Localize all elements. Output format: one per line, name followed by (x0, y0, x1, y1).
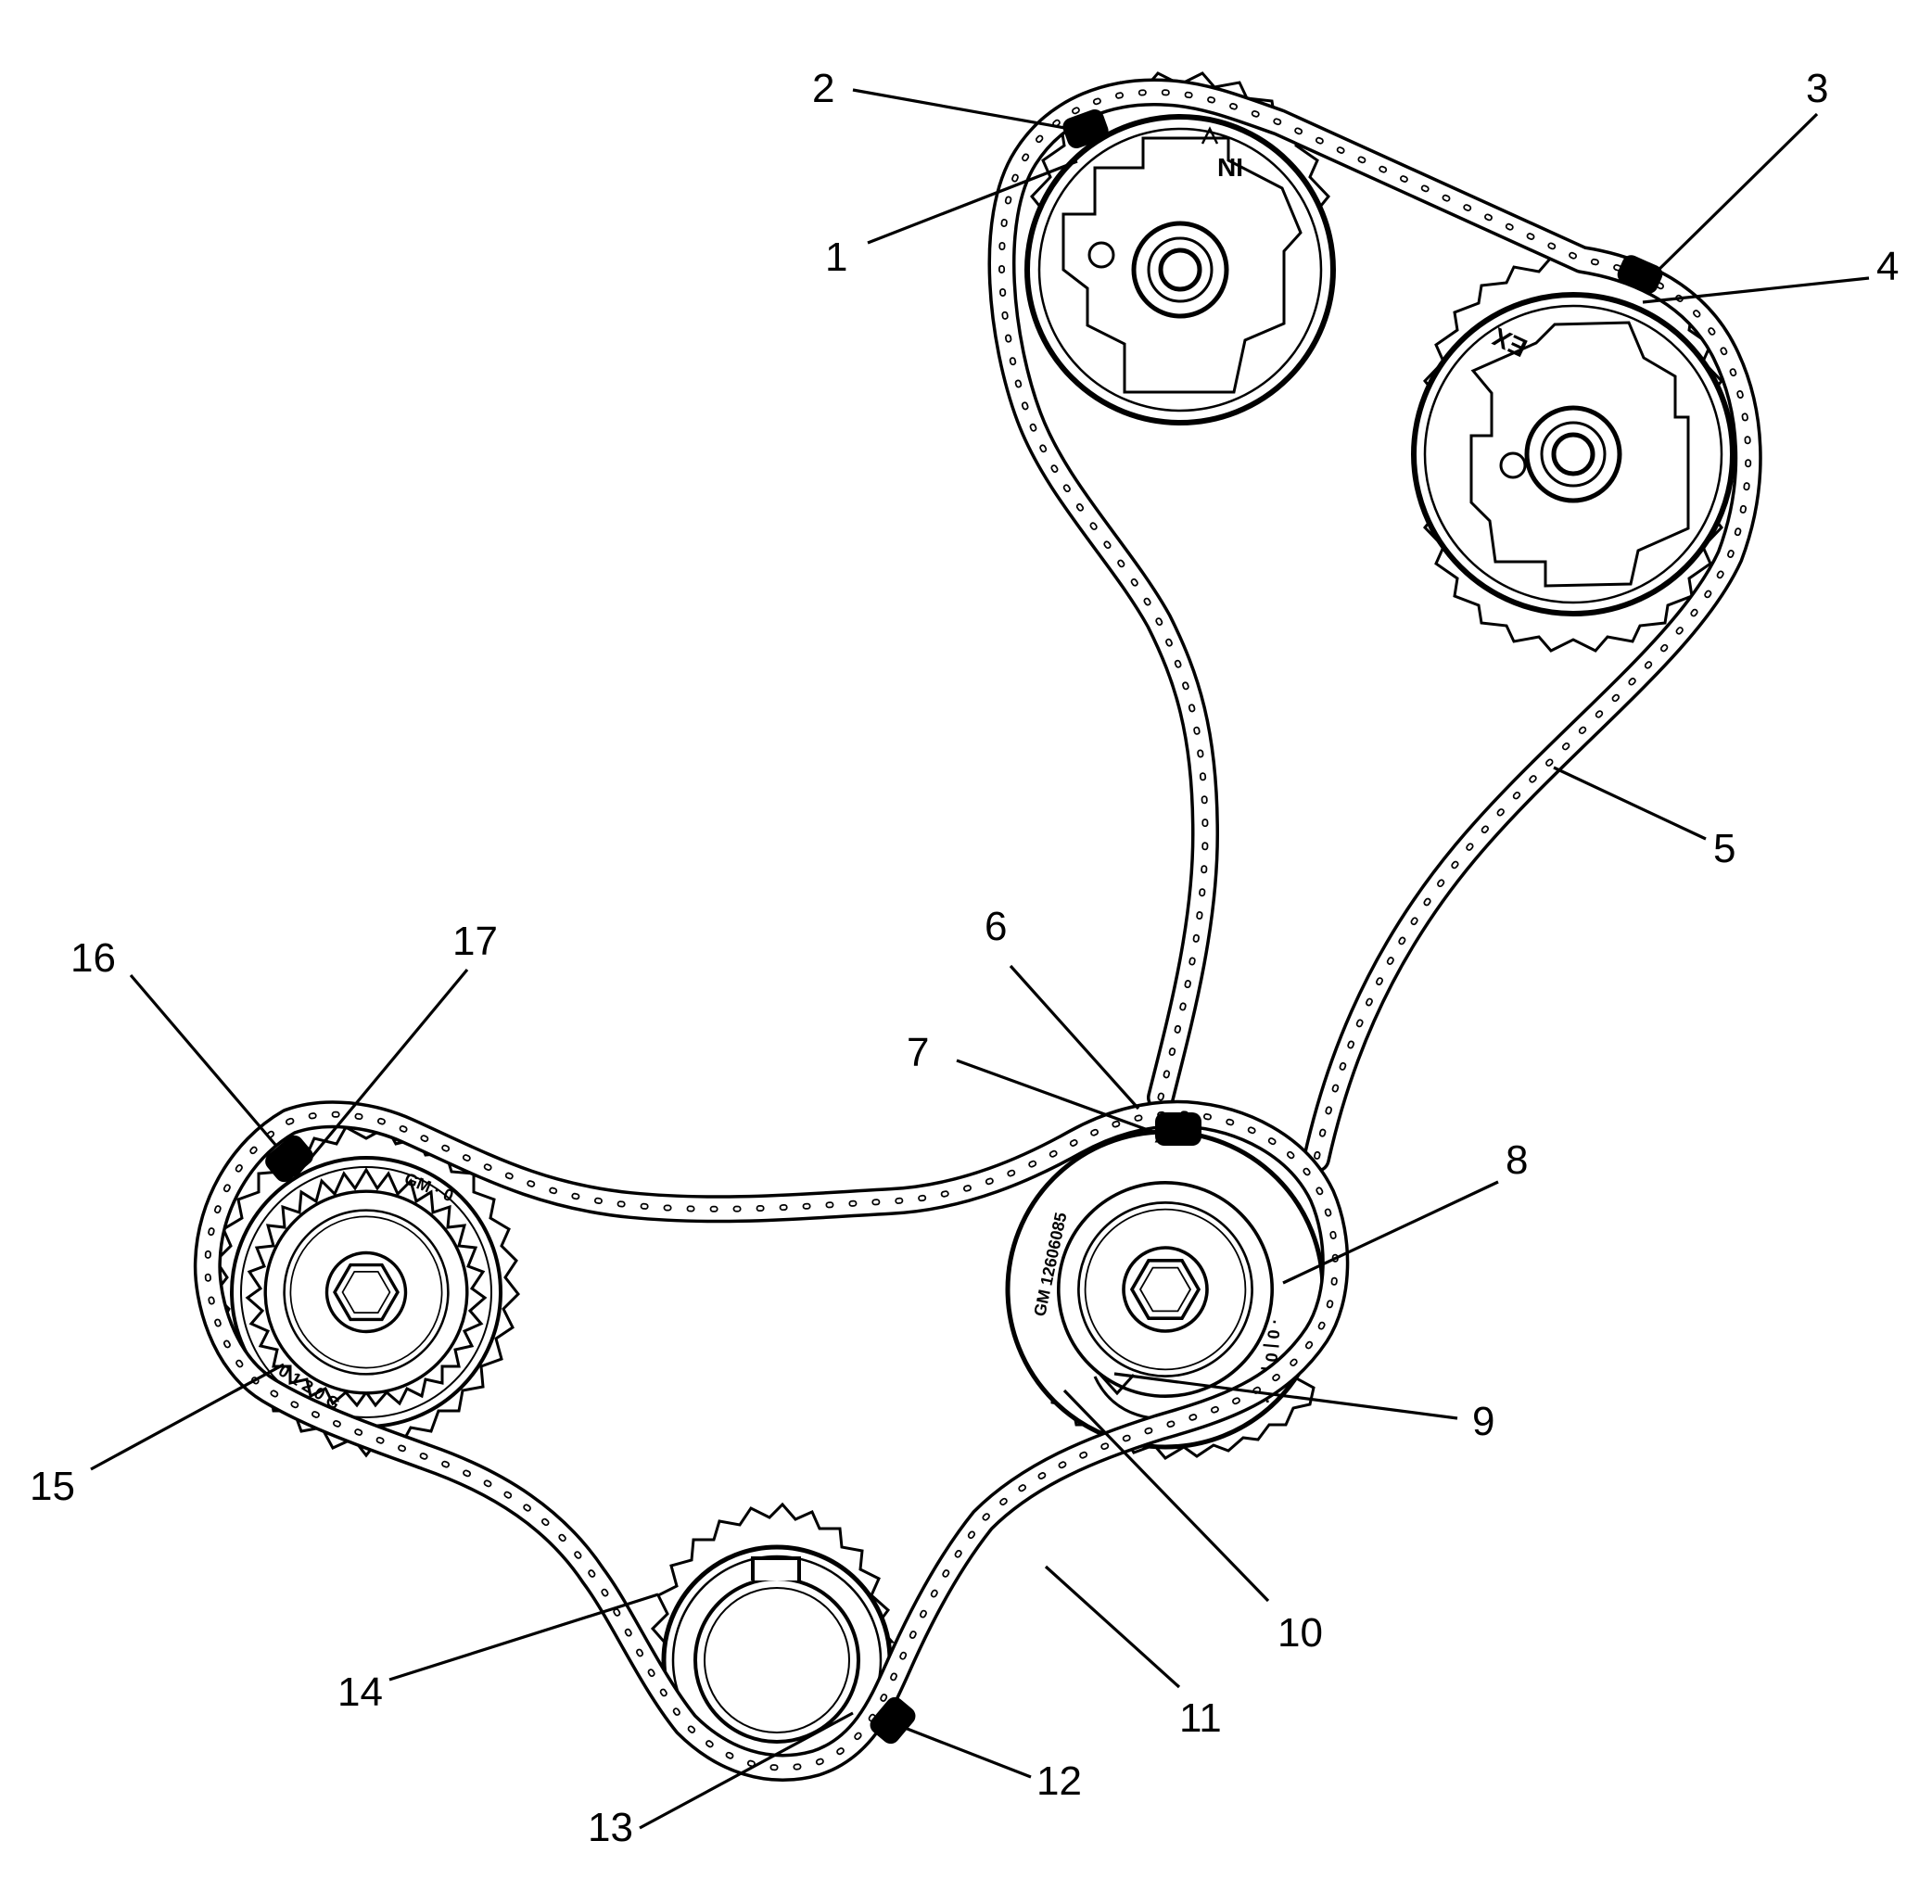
callout-15: 15 (30, 1464, 75, 1509)
callout-11: 11 (1179, 1695, 1222, 1741)
callout-1: 1 (825, 235, 847, 280)
crankshaft-sprocket (650, 1502, 896, 1776)
leader-1 (867, 159, 1078, 245)
leader-5 (1553, 766, 1707, 841)
leader-11 (1044, 1565, 1181, 1689)
callout-14: 14 (337, 1669, 383, 1715)
callout-16: 16 (70, 935, 116, 981)
leader-2 (852, 88, 1076, 132)
callout-7: 7 (907, 1030, 929, 1075)
primary-timing-chain (193, 1099, 1350, 1782)
callout-17: 17 (452, 919, 498, 964)
leader-8 (1282, 1180, 1499, 1285)
leader-16 (129, 973, 278, 1148)
timing-link-right-intermediate (1155, 1112, 1201, 1146)
intake-camshaft-sprocket: IN (1024, 71, 1336, 425)
callout-10: 10 (1277, 1610, 1323, 1656)
leader-4 (1642, 276, 1870, 304)
leader-17 (293, 968, 469, 1179)
leader-7 (956, 1059, 1162, 1136)
callout-12: 12 (1036, 1758, 1082, 1804)
secondary-timing-chain (987, 78, 1762, 1173)
callout-5: 5 (1713, 826, 1735, 871)
leader-6 (1009, 964, 1140, 1111)
callout-8: 8 (1506, 1137, 1528, 1183)
exhaust-camshaft-sprocket: EX (1411, 256, 1735, 653)
callout-9: 9 (1472, 1399, 1494, 1444)
leader-lines (90, 88, 1870, 1830)
leader-14 (388, 1593, 659, 1682)
callout-6: 6 (985, 904, 1007, 949)
intake-mark-text: IN (1217, 153, 1243, 182)
leader-3 (1650, 112, 1819, 278)
leader-15 (90, 1363, 285, 1471)
callout-numbers: 1 2 3 4 5 6 7 8 9 10 11 12 13 14 15 16 1… (30, 66, 1899, 1850)
leader-13 (639, 1711, 854, 1830)
callout-4: 4 (1876, 244, 1899, 289)
callout-2: 2 (812, 66, 834, 111)
left-intermediate-sprocket: GM · 0 0 1 2 0 G (212, 1124, 520, 1458)
leader-9 (1113, 1372, 1458, 1420)
leader-10 (1062, 1389, 1270, 1603)
callout-13: 13 (588, 1805, 633, 1850)
timing-link-crankshaft (870, 1696, 916, 1745)
timing-link-intake (1062, 108, 1109, 149)
leader-12 (904, 1726, 1032, 1779)
timing-link-exhaust (1617, 255, 1663, 294)
callout-3: 3 (1806, 66, 1828, 111)
right-intermediate-sprocket: GM 12606085 · 0 | 0 | 00 · (1005, 1121, 1326, 1460)
